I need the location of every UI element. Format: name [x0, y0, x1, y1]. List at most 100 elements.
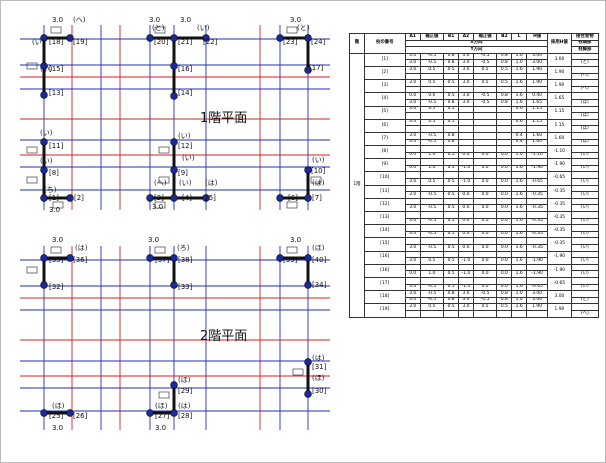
- plan-label: [14]: [178, 89, 193, 97]
- value-cell: -0.65: [526, 283, 549, 292]
- value-cell: -0.5: [419, 98, 445, 107]
- joint-bottom-cell: (へ): [570, 72, 600, 81]
- plan-labels: 3.0(へ)[18][19](い)(い)[15][13]3.0(と)3.0(い)…: [32, 16, 327, 432]
- value-cell: [419, 224, 445, 232]
- column-node: [170, 194, 178, 202]
- value-cell: 3.0: [404, 118, 421, 127]
- joint-bottom-cell: (い): [570, 244, 600, 252]
- value-cell: 3.0: [457, 65, 474, 74]
- value-cell: [511, 276, 528, 285]
- column-node: [40, 91, 48, 99]
- value-cell: 3.0: [457, 303, 474, 311]
- value-cell: 0.8: [496, 290, 513, 298]
- value-cell: 1.0: [419, 151, 445, 160]
- joint-top-cell: [570, 105, 600, 114]
- value-cell: [472, 224, 498, 232]
- joint-bottom-cell: (ほ): [570, 138, 600, 147]
- value-cell: [472, 112, 498, 120]
- value-cell: [526, 158, 549, 166]
- value-cell: [457, 250, 474, 259]
- plan-label: 3.0: [148, 236, 159, 244]
- value-cell: 1.6: [511, 270, 528, 278]
- value-cell: [443, 125, 459, 133]
- value-cell: [472, 263, 498, 272]
- value-cell: [443, 309, 459, 318]
- value-cell: -0.35: [526, 191, 549, 199]
- value-cell: -1.0: [457, 164, 474, 173]
- brace-mark: [154, 26, 166, 34]
- value-cell: -0.5: [419, 296, 445, 305]
- value-cell: [419, 145, 445, 153]
- header-a1: A1: [404, 33, 421, 41]
- value-cell: 3.0: [404, 59, 421, 67]
- column-node: [170, 409, 178, 417]
- column-node: [40, 34, 48, 42]
- joint-top-cell: [570, 250, 600, 259]
- plan-label: [11]: [49, 142, 64, 150]
- table-row: (へ): [350, 309, 600, 318]
- value-cell: 0.0: [472, 257, 498, 265]
- joint-bottom-cell: (い): [570, 230, 600, 239]
- plan-label: 3.0: [290, 16, 301, 24]
- column-node: [170, 92, 178, 100]
- plan-label: [24]: [311, 38, 326, 46]
- value-cell: 0.0: [404, 270, 421, 278]
- header-l: L: [511, 33, 528, 41]
- joint-top-cell: [570, 158, 600, 166]
- value-cell: [457, 145, 474, 153]
- column-node: [170, 281, 178, 289]
- column-node: [66, 34, 74, 42]
- plan-label: [17]: [309, 64, 324, 72]
- plan-label: [39]: [283, 256, 298, 264]
- value-cell: [496, 72, 513, 81]
- value-cell: 1.6: [511, 204, 528, 213]
- table-row: [15]-0.35: [350, 237, 600, 252]
- plan-label: (ほ): [52, 402, 65, 410]
- value-cell: -0.65: [526, 178, 549, 186]
- joint-bottom-cell: (い): [570, 191, 600, 199]
- brace-mark: [158, 176, 170, 184]
- column-node: [304, 166, 312, 174]
- column-id-cell: [8]: [363, 145, 406, 160]
- value-cell: [496, 171, 513, 180]
- value-cell: 0.8: [443, 52, 459, 61]
- value-cell: -0.5: [419, 138, 445, 147]
- value-cell: 1.6: [511, 65, 528, 74]
- plan-label: [31]: [312, 363, 327, 371]
- plan-label: (い): [182, 154, 195, 162]
- value-cell: 0.5: [419, 178, 445, 186]
- value-cell: [404, 112, 421, 120]
- value-cell: [404, 125, 421, 133]
- header-hosei2: 補正値: [472, 33, 498, 41]
- column-node: [66, 194, 74, 202]
- value-cell: 0.0: [457, 217, 474, 226]
- value-cell: [472, 158, 498, 166]
- value-cell: 0.0: [496, 204, 513, 213]
- h-adopted-cell: 1.65: [547, 92, 572, 107]
- value-cell: 0.8: [443, 98, 459, 107]
- value-cell: -0.5: [419, 290, 445, 298]
- table-row: (ほ): [350, 125, 600, 133]
- value-cell: [511, 237, 528, 245]
- column-id-cell: [18]: [363, 290, 406, 305]
- value-cell: 0.5: [443, 65, 459, 74]
- h-adopted-cell: -1.90: [547, 263, 572, 278]
- value-cell: [526, 224, 549, 232]
- brace-mark: [26, 62, 38, 70]
- brace-mark: [292, 368, 304, 376]
- value-cell: [404, 224, 421, 232]
- plan-label: 3.0: [152, 203, 163, 211]
- value-cell: 0.4: [511, 138, 528, 147]
- column-node: [170, 166, 178, 174]
- value-cell: 0.0: [472, 151, 498, 160]
- header-b1: B1: [443, 33, 459, 41]
- value-cell: 0.0: [419, 92, 445, 100]
- column-node: [66, 254, 74, 262]
- value-cell: 3.0: [404, 138, 421, 147]
- value-cell: 0.5: [443, 92, 459, 100]
- value-cell: [457, 276, 474, 285]
- value-cell: 0.5: [443, 204, 459, 213]
- value-cell: 0.0: [472, 204, 498, 213]
